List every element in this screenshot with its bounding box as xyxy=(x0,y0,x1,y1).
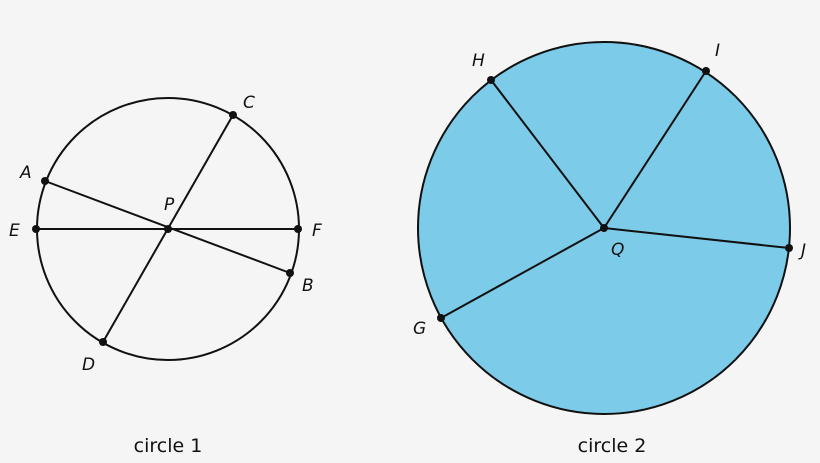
point-G xyxy=(437,314,445,322)
segment-QI xyxy=(603,70,707,229)
circle-1-group: A B C D E F P circle 1 xyxy=(9,93,322,457)
point-F xyxy=(294,225,302,233)
point-J xyxy=(785,244,793,252)
point-I xyxy=(702,67,710,75)
label-H: H xyxy=(472,51,485,71)
label-J: J xyxy=(798,241,806,261)
label-G: G xyxy=(413,319,426,339)
point-E xyxy=(32,225,40,233)
point-P xyxy=(164,225,172,233)
segment-QH xyxy=(490,79,605,229)
point-A xyxy=(41,177,49,185)
point-D xyxy=(99,338,107,346)
label-D: D xyxy=(82,355,95,375)
point-C xyxy=(229,111,237,119)
label-I: I xyxy=(715,41,720,61)
point-B xyxy=(286,269,294,277)
label-A: A xyxy=(19,163,32,183)
segment-QJ xyxy=(603,227,790,249)
label-P: P xyxy=(164,195,175,215)
label-E: E xyxy=(9,221,20,241)
point-Q xyxy=(600,224,608,232)
point-H xyxy=(487,76,495,84)
label-F: F xyxy=(312,221,322,241)
label-B: B xyxy=(302,276,314,296)
caption-circle-1: circle 1 xyxy=(134,435,203,457)
label-C: C xyxy=(243,93,255,113)
segment-QG xyxy=(440,227,605,319)
caption-circle-2: circle 2 xyxy=(578,435,647,457)
circle-2-group: H I J G Q circle 2 xyxy=(413,41,806,457)
label-Q: Q xyxy=(611,240,624,260)
